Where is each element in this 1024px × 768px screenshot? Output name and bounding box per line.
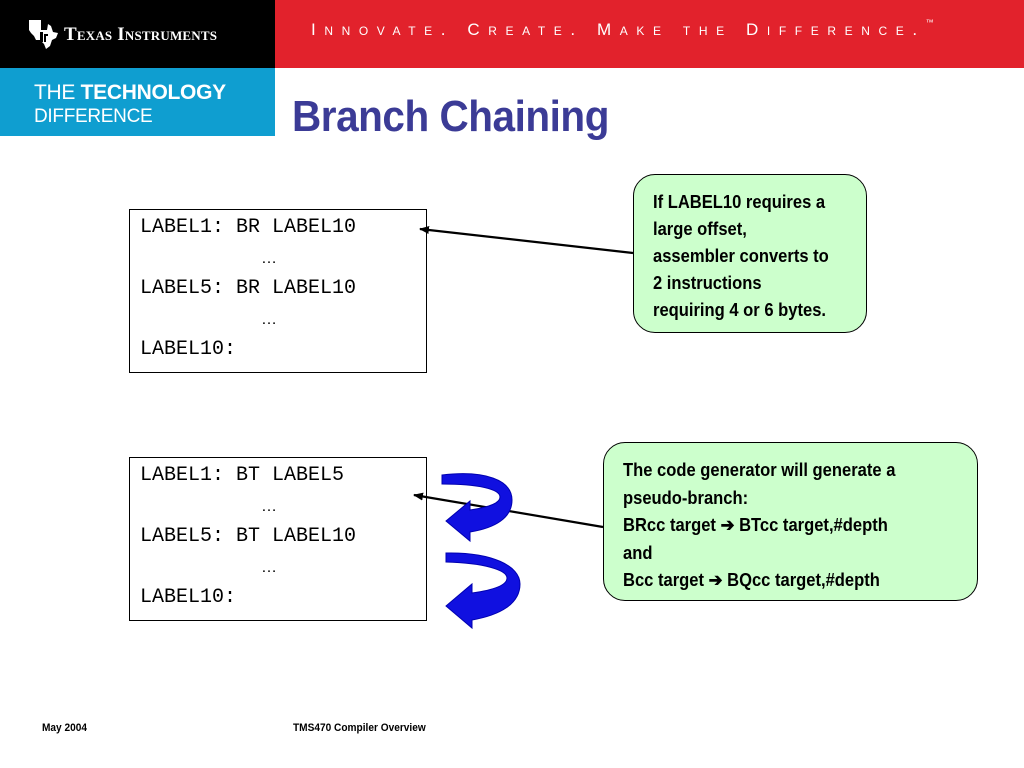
- code-line: LABEL5: BR LABEL10: [140, 277, 357, 300]
- code-line: LABEL10:: [140, 586, 237, 609]
- callout-2-pointer-line: [413, 492, 604, 529]
- brand-line-1: THE TECHNOLOGY: [34, 81, 226, 104]
- callout-line: requiring 4 or 6 bytes.: [653, 300, 827, 320]
- code-ellipsis: …: [261, 249, 277, 267]
- code-line: LABEL1: BR LABEL10: [140, 216, 357, 239]
- callout-line: 2 instructions: [653, 273, 762, 293]
- callout-large-offset: If LABEL10 requires a large offset, asse…: [633, 174, 867, 333]
- texas-state-logo-icon: [29, 20, 58, 49]
- slide-title: Branch Chaining: [292, 92, 609, 141]
- callout-line: Bcc target ➔ BQcc target,#depth: [623, 570, 880, 590]
- callout-line: assembler converts to: [653, 246, 829, 266]
- callout-1-pointer-line: [419, 226, 634, 255]
- code-block-branch-true: LABEL1: BT LABEL5 … LABEL5: BT LABEL10 ……: [129, 457, 427, 621]
- right-arrow-icon: ➔: [708, 570, 723, 590]
- code-ellipsis: …: [261, 310, 277, 328]
- footer-title: TMS470 Compiler Overview: [293, 722, 426, 734]
- brand-line-2: DIFFERENCE: [34, 106, 153, 127]
- code-line: LABEL5: BT LABEL10: [140, 525, 357, 548]
- code-block-branch: LABEL1: BR LABEL10 … LABEL5: BR LABEL10 …: [129, 209, 427, 373]
- footer-date: May 2004: [42, 722, 88, 734]
- curved-loop-arrow-icon: [441, 473, 513, 543]
- callout-pseudo-branch: The code generator will generate a pseud…: [603, 442, 978, 601]
- trademark-symbol: ™: [925, 18, 934, 27]
- technology-difference-badge: THE TECHNOLOGY DIFFERENCE: [0, 68, 275, 136]
- company-name: Texas Instruments: [64, 24, 218, 45]
- curved-loop-arrow-icon: [445, 552, 521, 630]
- code-line: LABEL1: BT LABEL5: [140, 464, 345, 487]
- right-arrow-icon: ➔: [720, 515, 735, 535]
- callout-line: BRcc target ➔ BTcc target,#depth: [623, 515, 888, 535]
- callout-line: If LABEL10 requires a: [653, 192, 826, 212]
- callout-line: pseudo-branch:: [623, 487, 749, 508]
- tagline: Innovate. Create. Make the Difference.™: [311, 18, 934, 39]
- callout-line: The code generator will generate a: [623, 460, 896, 480]
- code-ellipsis: …: [261, 497, 277, 515]
- callout-line: large offset,: [653, 219, 747, 239]
- code-ellipsis: …: [261, 558, 277, 576]
- header-logo-bar: Texas Instruments: [0, 0, 275, 68]
- header-tagline-bar: [275, 0, 1024, 68]
- code-line: LABEL10:: [140, 338, 237, 361]
- callout-line: and: [623, 542, 653, 563]
